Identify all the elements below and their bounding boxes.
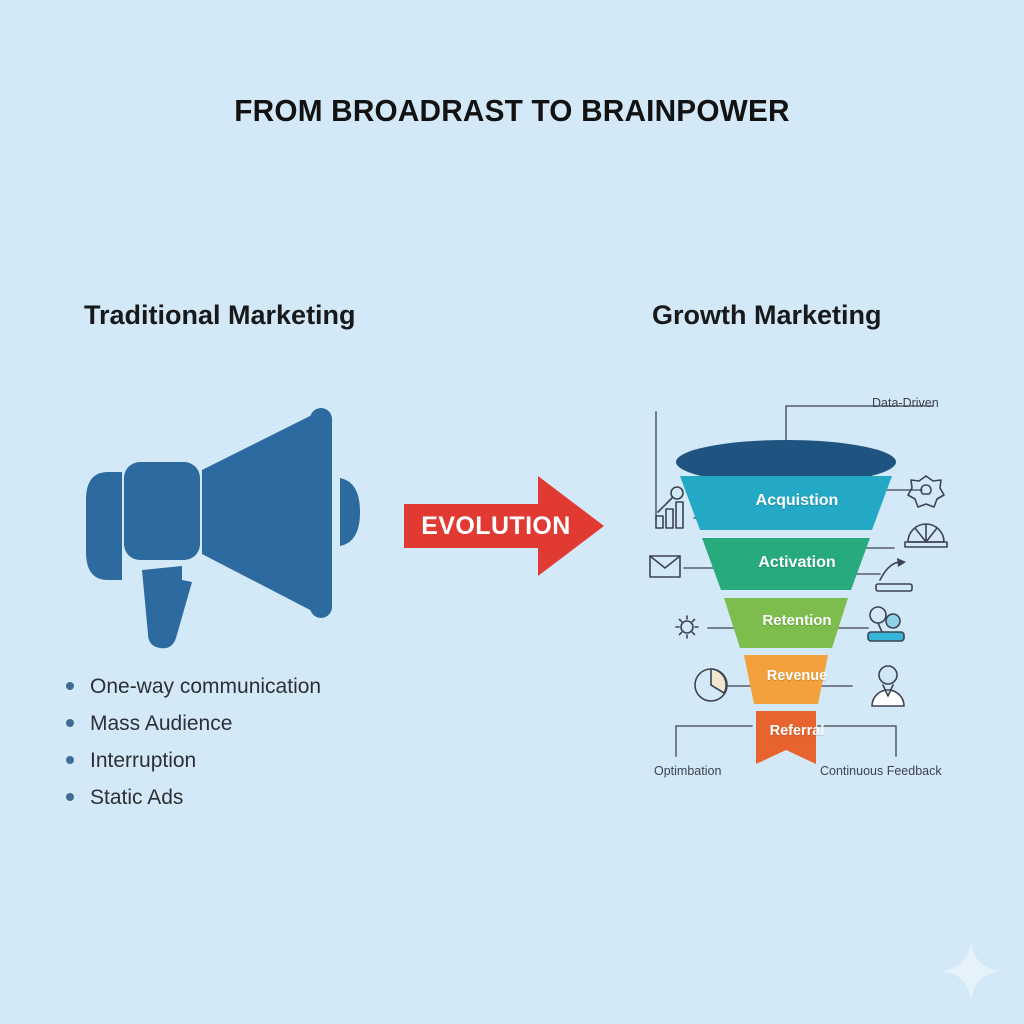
- list-item-label: One-way communication: [90, 675, 322, 698]
- sparkle-icon: [940, 940, 1002, 1002]
- list-item: Static Ads: [66, 786, 426, 809]
- list-item: One-way communication: [66, 675, 426, 698]
- page-title: FROM BROADRAST TO BRAINPOWER: [234, 93, 790, 128]
- evolution-label: EVOLUTION: [421, 511, 571, 540]
- bullet-dot-icon: [66, 719, 74, 728]
- list-item-label: Interruption: [90, 749, 197, 773]
- traditional-bullet-list: One-way communication Mass Audience Inte…: [66, 675, 426, 823]
- bullet-dot-icon: [66, 756, 74, 765]
- bullet-dot-icon: [66, 682, 74, 690]
- list-item: Mass Audience: [66, 712, 426, 735]
- growth-funnel-diagram: Acquistion Activation Retention Revenue …: [632, 378, 962, 788]
- list-item-label: Static Ads: [90, 786, 184, 810]
- list-item-label: Mass Audience: [90, 712, 233, 736]
- list-item: Interruption: [66, 749, 426, 772]
- evolution-arrow: EVOLUTION: [398, 472, 610, 580]
- section-heading-growth: Growth Marketing: [652, 300, 882, 330]
- section-heading-traditional: Traditional Marketing: [84, 300, 356, 330]
- bullet-dot-icon: [66, 793, 74, 802]
- annotation-continuous-feedback: Continuous Feedback: [820, 764, 942, 778]
- annotation-optimization: Optimbation: [654, 764, 722, 778]
- annotation-data-driven: Data-Driven: [872, 396, 939, 410]
- megaphone-icon: [78, 400, 378, 655]
